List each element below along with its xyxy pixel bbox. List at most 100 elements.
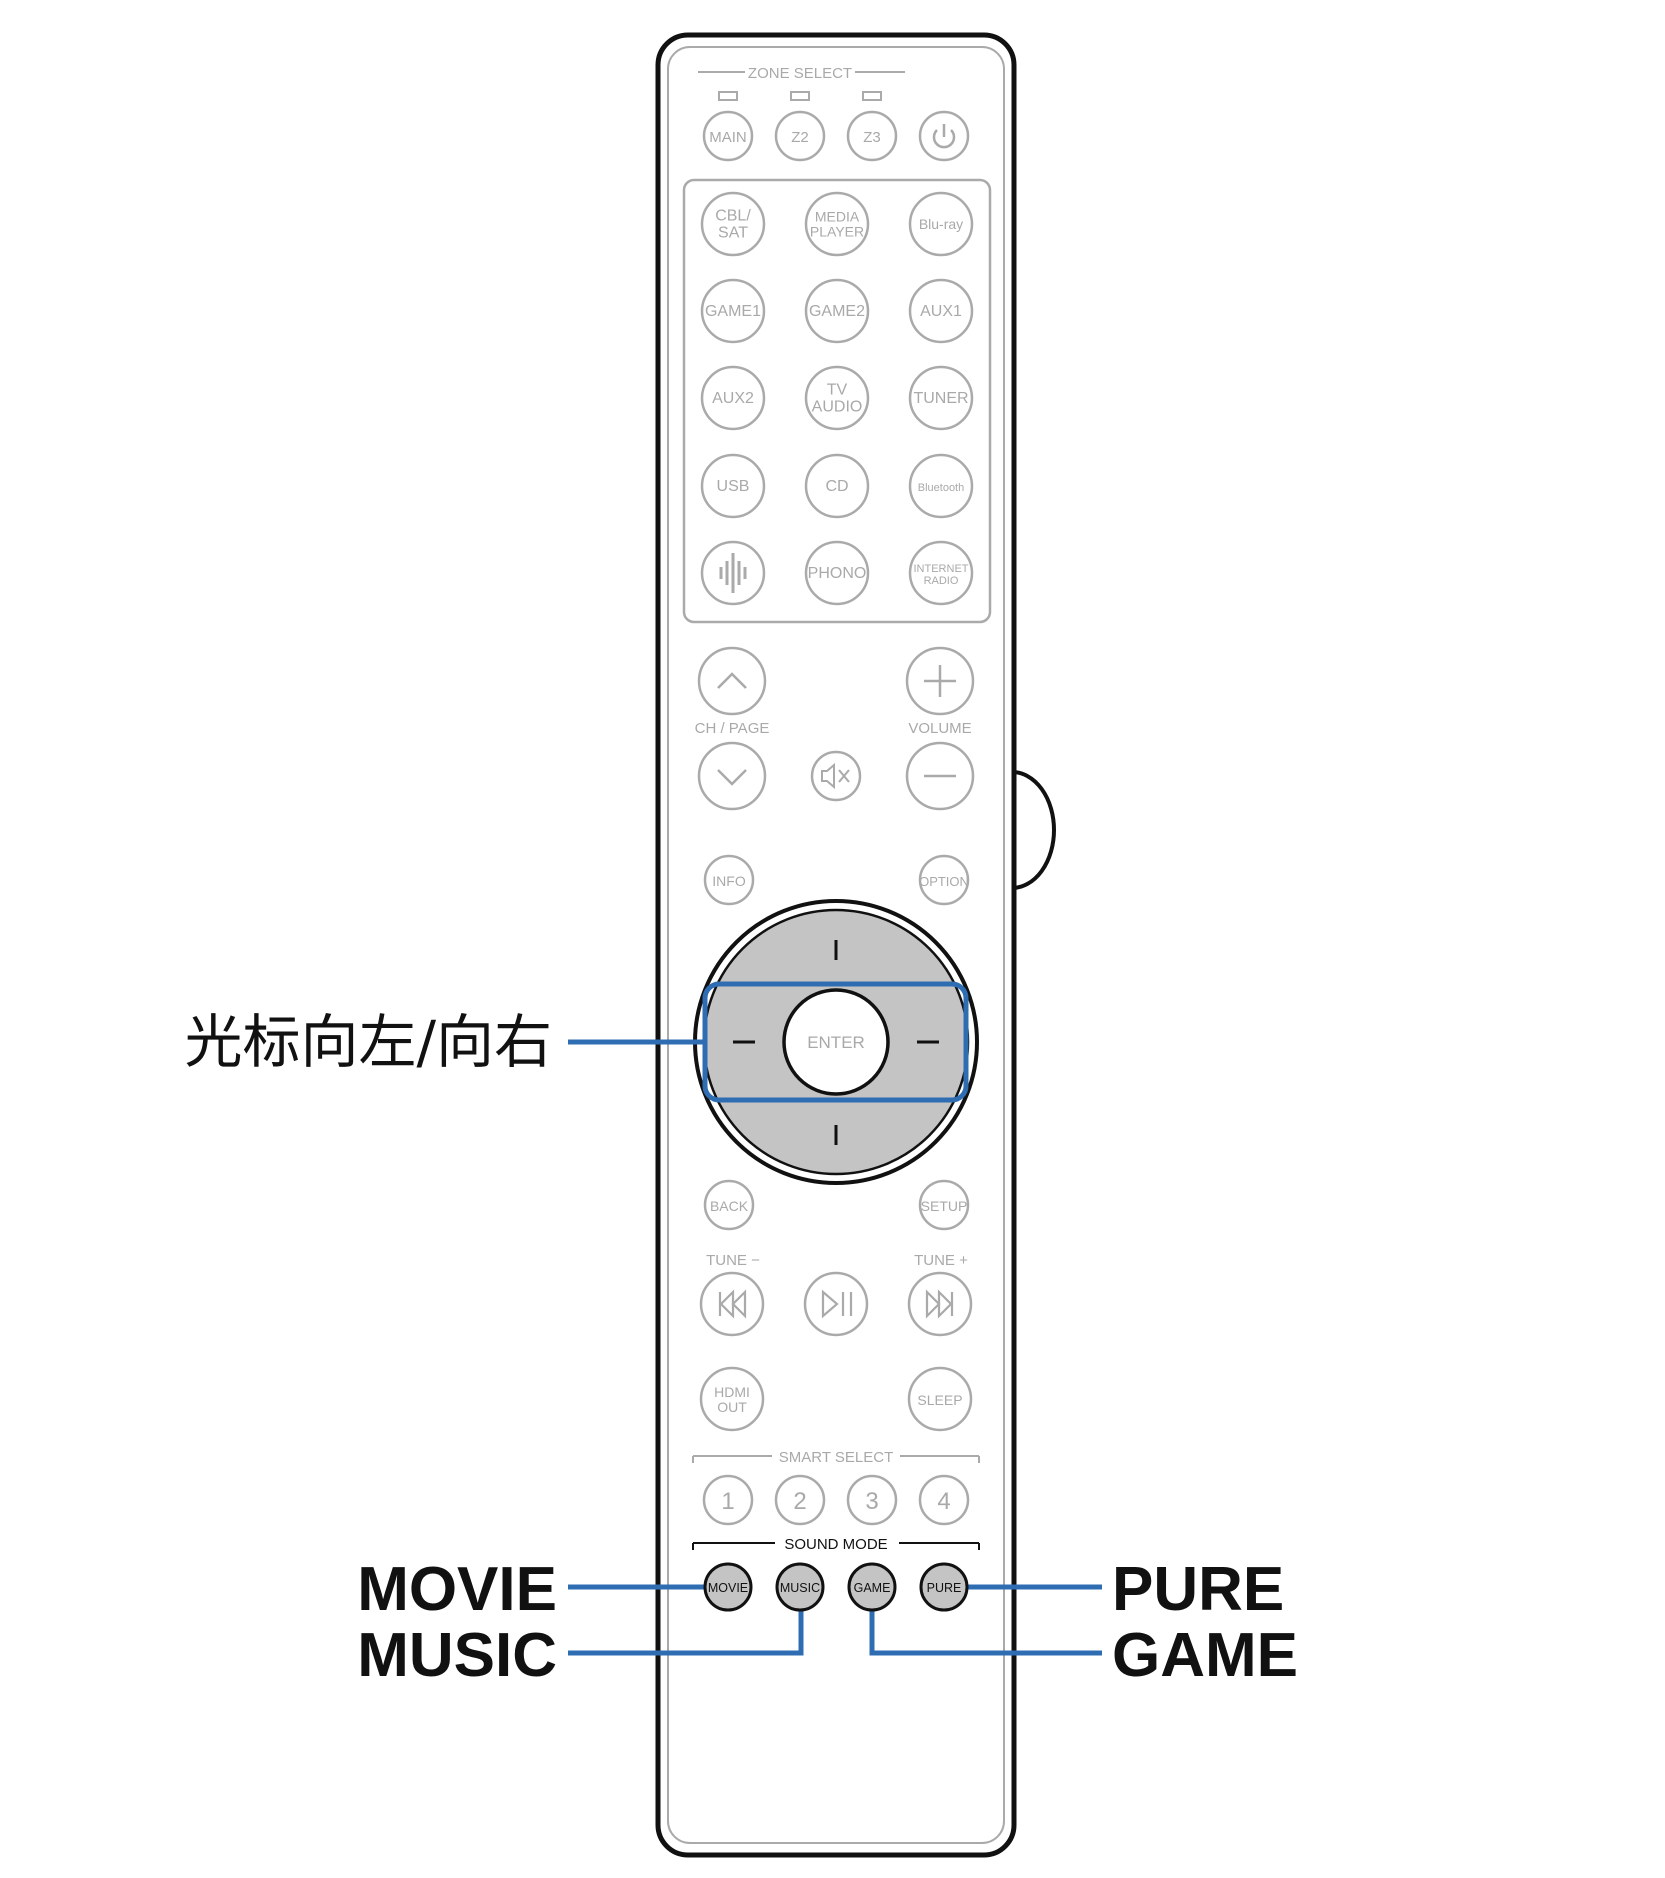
music-button[interactable]: MUSIC	[775, 1562, 825, 1612]
source-button-ring	[700, 453, 766, 519]
smart-select-label: SMART SELECT	[779, 1449, 893, 1466]
source-label: MEDIA	[815, 209, 860, 225]
setup-label: SETUP	[921, 1198, 968, 1214]
source-phono-button[interactable]: PHONO	[804, 540, 870, 606]
power-icon	[932, 124, 956, 149]
smart-select-4-button[interactable]: 4	[918, 1474, 970, 1526]
zone-z3-button[interactable]: Z3	[846, 110, 898, 162]
movie-button[interactable]: MOVIE	[703, 1562, 753, 1612]
setup-button[interactable]: SETUP	[918, 1179, 970, 1231]
game-callout: GAME	[1112, 1621, 1298, 1690]
music-callout: MUSIC	[357, 1621, 557, 1690]
source-label: GAME1	[705, 303, 761, 320]
callout-lines	[568, 1039, 1102, 1656]
zone-indicator-z2	[790, 91, 810, 101]
source-button-ring	[700, 278, 766, 344]
source-button-ring	[804, 365, 870, 431]
game-callout-line	[869, 1611, 1102, 1656]
source-usb-button[interactable]: USB	[700, 453, 766, 519]
ch-page-up-button[interactable]	[697, 646, 767, 716]
option-label: OPTION	[919, 874, 969, 889]
tune-minus-label: TUNE −	[706, 1252, 760, 1269]
zone-select-group: ZONE SELECT MAIN Z2 Z3	[698, 65, 970, 162]
skip-back-icon	[718, 1289, 747, 1319]
source-label: CD	[825, 478, 848, 495]
info-button[interactable]: INFO	[703, 854, 755, 906]
source-button-ring	[804, 278, 870, 344]
source-tuner-button[interactable]: TUNER	[908, 365, 974, 431]
smart-select-3-button[interactable]: 3	[846, 1474, 898, 1526]
play-pause-button[interactable]	[803, 1271, 869, 1337]
source-label: TUNER	[913, 390, 968, 407]
source-aux2-button[interactable]: AUX2	[700, 365, 766, 431]
source-button-ring	[804, 453, 870, 519]
cursor-pad: ENTER	[693, 899, 979, 1185]
smart-select-2-button[interactable]: 2	[774, 1474, 826, 1526]
zone-select-label: ZONE SELECT	[748, 65, 852, 82]
chevron-up-icon	[717, 672, 747, 689]
skip-forward-button[interactable]	[907, 1271, 973, 1337]
volume-down-button[interactable]	[905, 741, 975, 811]
zone-z3-label: Z3	[863, 129, 881, 146]
sleep-button[interactable]: SLEEP	[907, 1366, 973, 1432]
source-label: Blu-ray	[919, 216, 963, 232]
zone-main-label: MAIN	[709, 129, 747, 146]
source-label: PHONO	[808, 565, 867, 582]
pure-button-label: PURE	[927, 1581, 962, 1595]
source-label: USB	[717, 478, 750, 495]
plus-icon	[924, 665, 956, 697]
pure-button[interactable]: PURE	[919, 1562, 969, 1612]
source-cbl-sat-button[interactable]: CBL/SAT	[700, 191, 766, 257]
channel-volume-group: CH / PAGE VOLUME	[695, 646, 975, 811]
chevron-down-icon	[717, 769, 747, 786]
skip-back-button[interactable]	[699, 1271, 765, 1337]
source-label: PLAYER	[810, 224, 864, 240]
source-aux1-button[interactable]: AUX1	[908, 278, 974, 344]
smart-select-2-label: 2	[793, 1488, 806, 1515]
volume-up-button[interactable]	[905, 646, 975, 716]
smart-select-3-label: 3	[865, 1488, 878, 1515]
source-panel	[682, 178, 992, 624]
source-button-ring	[908, 278, 974, 344]
enter-label: ENTER	[807, 1033, 865, 1052]
smart-select-4-label: 4	[937, 1488, 950, 1515]
volume-label: VOLUME	[908, 720, 971, 737]
source-heos-button[interactable]	[700, 540, 766, 606]
sleep-label: SLEEP	[917, 1392, 962, 1408]
source-cd-button[interactable]: CD	[804, 453, 870, 519]
source-label: RADIO	[924, 575, 959, 587]
info-label: INFO	[712, 873, 746, 889]
game-button[interactable]: GAME	[847, 1562, 897, 1612]
power-button[interactable]	[918, 110, 970, 162]
source-button-ring	[700, 191, 766, 257]
game-button-label: GAME	[854, 1581, 891, 1595]
smart-select-1-button[interactable]: 1	[702, 1474, 754, 1526]
hdmi-out-label-2: OUT	[717, 1399, 747, 1415]
smart-select-group: SMART SELECT 1 2 3 4	[692, 1449, 980, 1526]
ch-page-down-button[interactable]	[697, 741, 767, 811]
source-label: Bluetooth	[918, 482, 964, 494]
source-button-ring	[804, 540, 870, 606]
zone-main-button[interactable]: MAIN	[702, 110, 754, 162]
sound-mode-group: SOUND MODE MOVIE MUSIC GAME PURE	[568, 1039, 1102, 1656]
hdmi-out-button[interactable]: HDMI OUT	[699, 1366, 765, 1432]
skip-forward-icon	[925, 1289, 954, 1319]
source-button-ring	[700, 365, 766, 431]
source-button-ring	[908, 540, 974, 606]
source-game2-button[interactable]: GAME2	[804, 278, 870, 344]
option-button[interactable]: OPTION	[918, 854, 970, 906]
pure-callout: PURE	[1112, 1555, 1284, 1624]
source-button-ring	[908, 365, 974, 431]
source-game1-button[interactable]: GAME1	[700, 278, 766, 344]
mute-button[interactable]	[810, 750, 862, 802]
back-label: BACK	[710, 1198, 749, 1214]
source-blu-ray-button[interactable]: Blu-ray	[908, 191, 974, 257]
source-bluetooth-button[interactable]: Bluetooth	[908, 453, 974, 519]
zone-z2-button[interactable]: Z2	[774, 110, 826, 162]
source-label: AUX2	[712, 390, 754, 407]
enter-button[interactable]: ENTER	[782, 988, 890, 1096]
back-button[interactable]: BACK	[703, 1179, 755, 1231]
